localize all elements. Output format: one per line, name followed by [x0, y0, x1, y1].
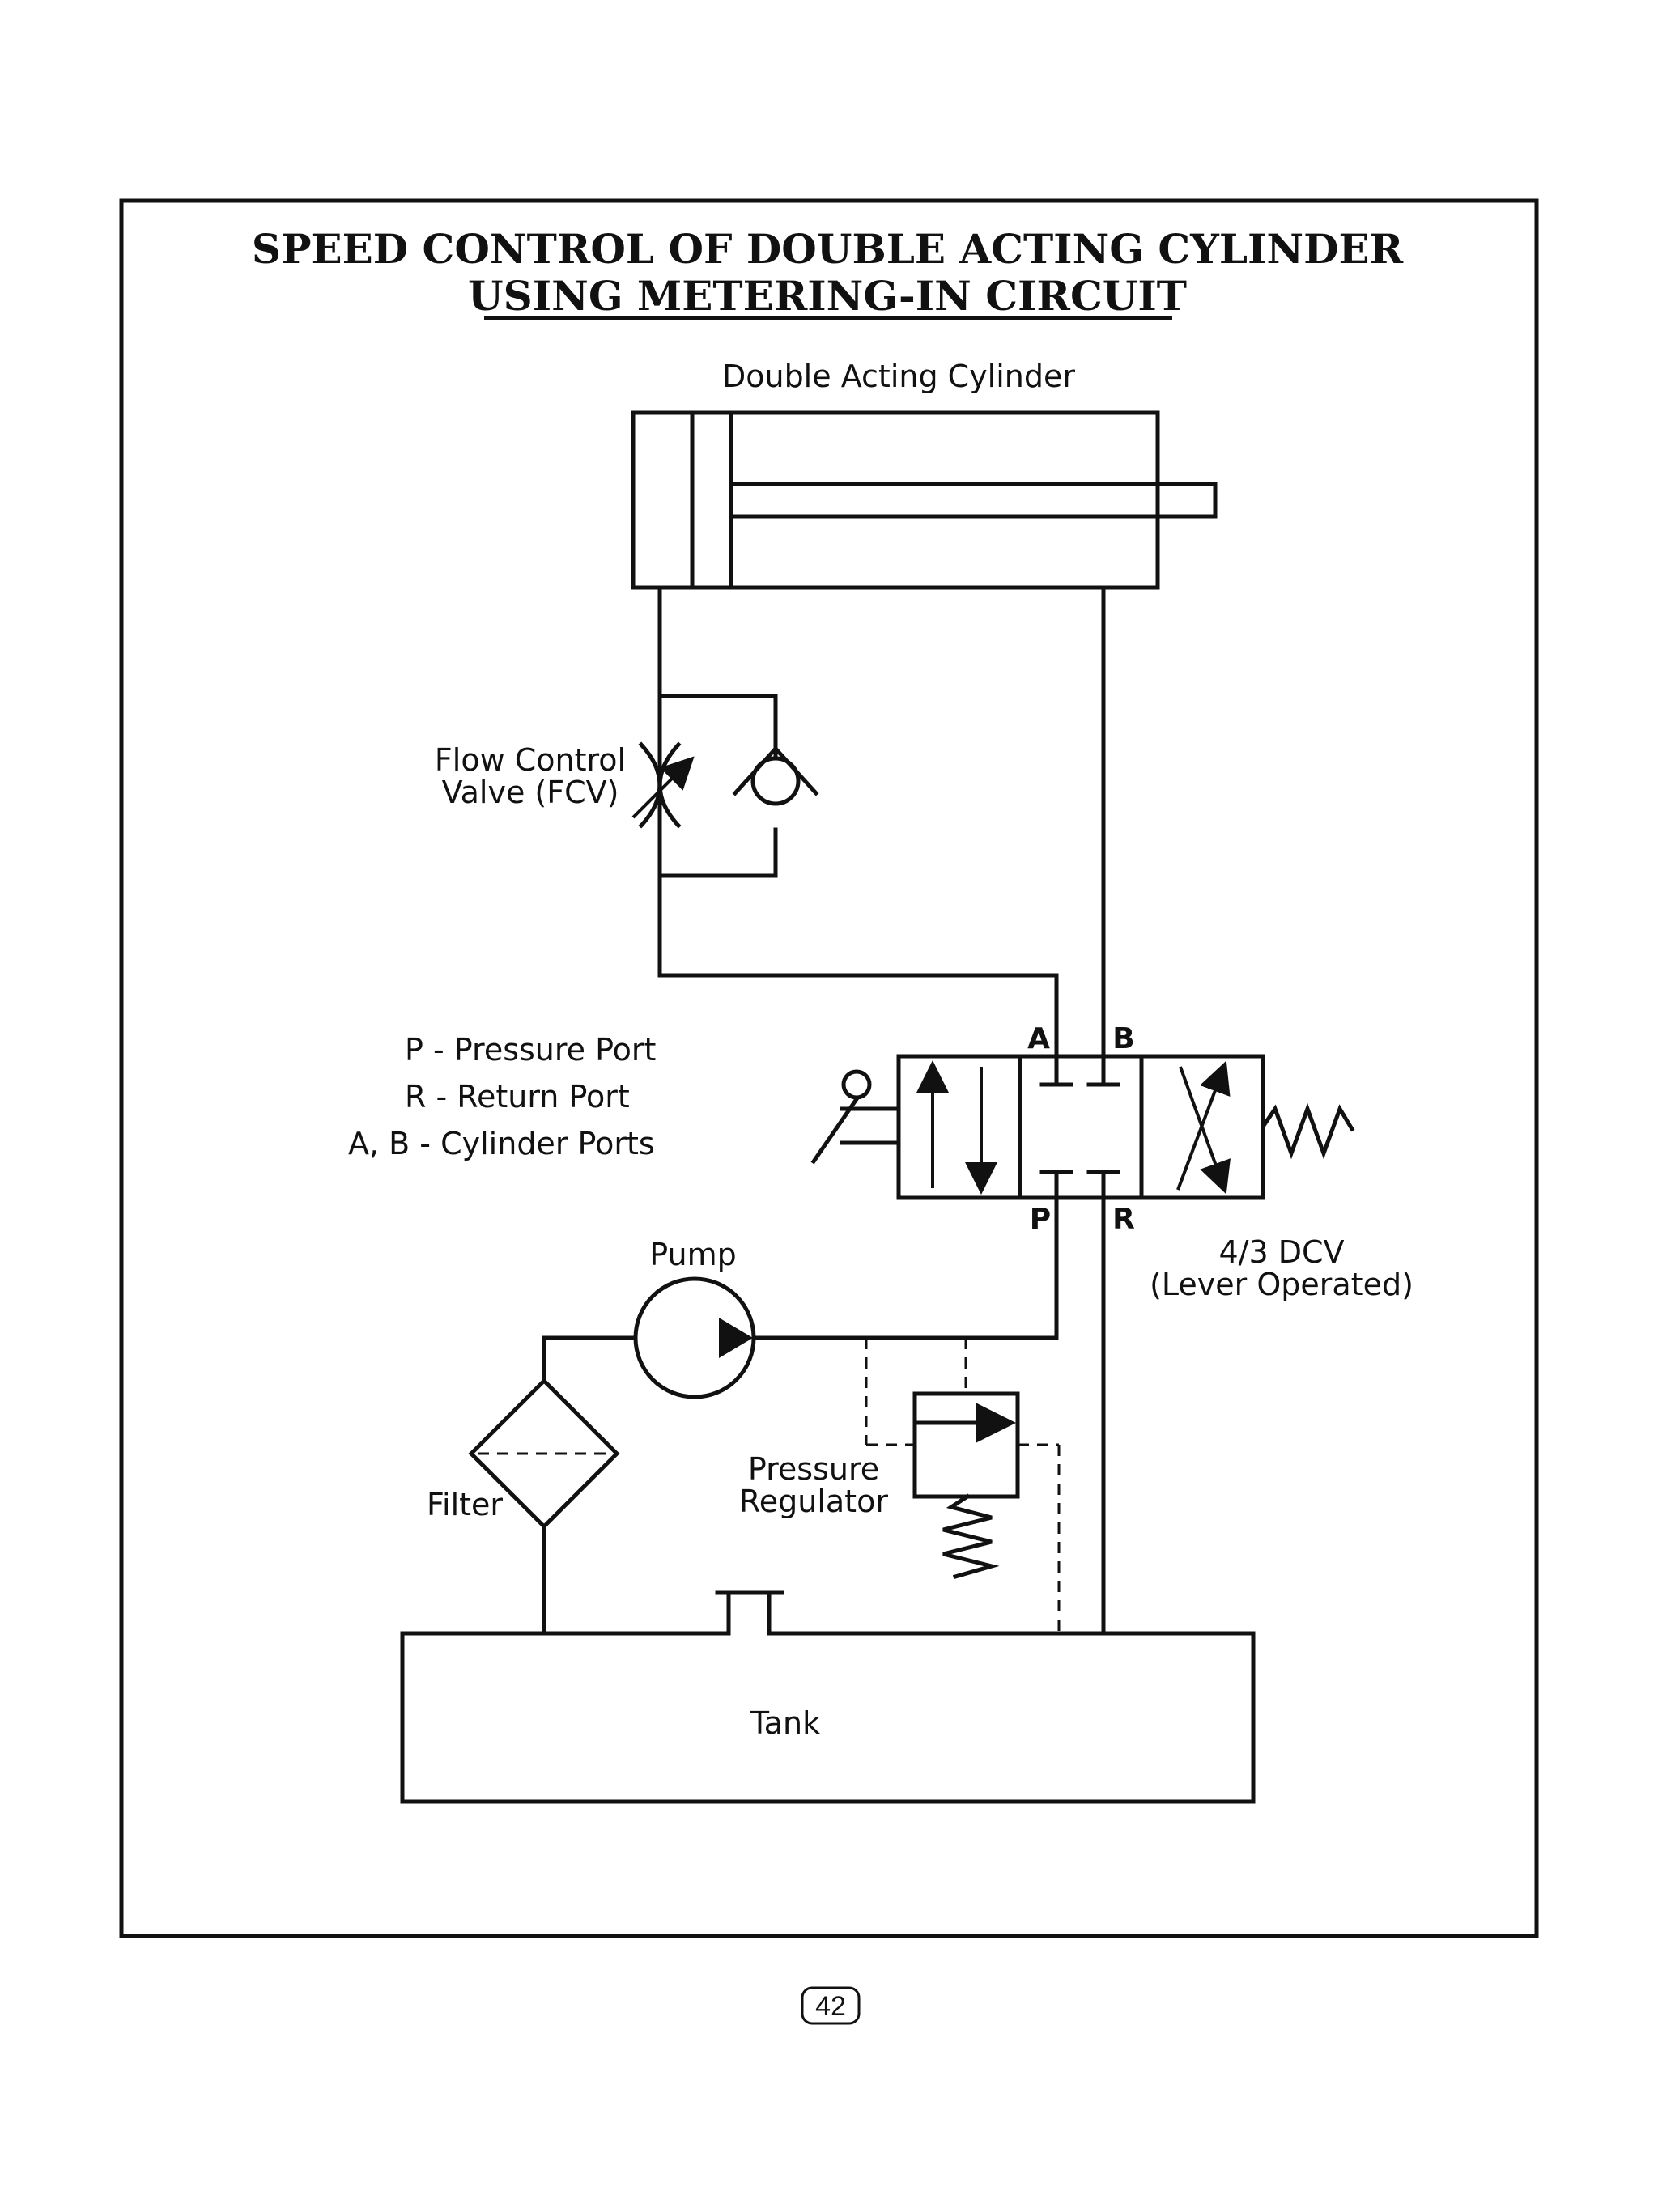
port-b-label: B — [1112, 1022, 1134, 1055]
filter-label: Filter — [427, 1487, 503, 1522]
legend-return-port: R - Return Port — [405, 1079, 630, 1114]
pump-label: Pump — [649, 1237, 736, 1272]
pressure-regulator — [865, 1338, 1061, 1633]
regulator-label-line-1: Pressure — [748, 1451, 879, 1487]
port-p-label: P — [1030, 1203, 1051, 1236]
pump — [633, 1276, 756, 1399]
regulator-label-line-2: Regulator — [739, 1484, 888, 1519]
legend-pressure-port: P - Pressure Port — [405, 1032, 656, 1068]
title-line-1: SPEED CONTROL OF DOUBLE ACTING CYLINDER — [252, 225, 1404, 273]
line-a — [657, 585, 1059, 1087]
tank-label: Tank — [750, 1705, 820, 1741]
port-a-label: A — [1027, 1022, 1050, 1055]
fcv-label-line-1: Flow Control — [435, 742, 626, 778]
pressure-line — [752, 1195, 1059, 1340]
flow-control-valve — [631, 694, 819, 878]
dcv-label-line-1: 4/3 DCV — [1218, 1234, 1344, 1270]
page-number: 42 — [815, 1991, 846, 2022]
double-acting-cylinder — [631, 410, 1218, 590]
directional-control-valve — [810, 1054, 1355, 1200]
tank — [400, 1590, 1256, 1804]
page-frame — [119, 198, 1539, 1938]
suction-line — [542, 1335, 638, 1636]
title-line-2: USING METERING-IN CIRCUIT — [468, 272, 1187, 320]
page-number-badge: 42 — [801, 1986, 861, 2025]
dcv-label-line-2: (Lever Operated) — [1150, 1267, 1414, 1302]
fcv-label-line-2: Valve (FCV) — [442, 775, 619, 810]
cylinder-label: Double Acting Cylinder — [722, 359, 1075, 394]
port-r-label: R — [1112, 1203, 1135, 1236]
legend-cylinder-ports: A, B - Cylinder Ports — [348, 1126, 655, 1161]
filter — [468, 1378, 620, 1530]
